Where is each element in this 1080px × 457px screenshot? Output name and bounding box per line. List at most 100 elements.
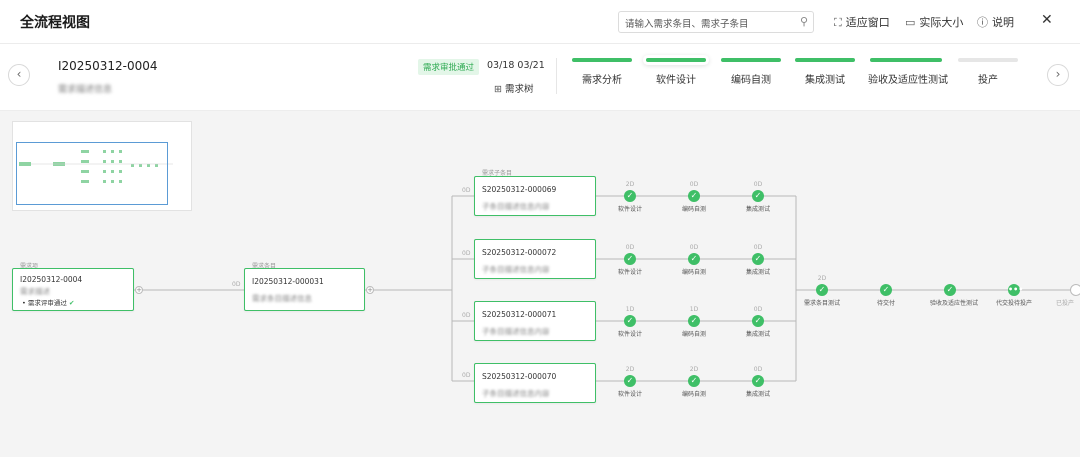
children-tag: 需求子条目 <box>482 170 513 177</box>
step-coding-selftest[interactable]: 2D ✓ 编码自测 <box>674 366 714 398</box>
requirement-entry-node[interactable]: I20250312-000031 需求条目描述信息 <box>244 268 365 311</box>
help-icon: ⓘ <box>977 16 988 29</box>
root-node-tag: 需求项 <box>20 263 39 270</box>
mid-duration: 0D <box>232 281 241 288</box>
child-duration: 0D <box>462 250 471 257</box>
step-duration: 1D <box>689 306 699 313</box>
root-requirement-node[interactable]: I20250312-0004 需求描述 • 需求评审通过 ✔ <box>12 268 134 311</box>
stage-label: 需求分析 <box>582 75 622 86</box>
check-icon: ✓ <box>880 284 892 296</box>
sub-requirement-node[interactable]: S20250312-000069 子条目描述信息内容 <box>474 176 596 216</box>
step-label: 软件设计 <box>617 391 642 398</box>
step-software-design[interactable]: 2D✓软件设计 <box>610 366 650 398</box>
check-icon: ✓ <box>752 375 764 387</box>
page-title: 全流程视图 <box>20 15 90 31</box>
node-id: S20250312-000070 <box>482 372 557 381</box>
step-coding-selftest[interactable]: 0D✓编码自测 <box>674 244 714 276</box>
fit-window-button[interactable]: ⛶适应窗口 <box>834 14 890 30</box>
step-label: 编码自测 <box>681 206 706 213</box>
stage-label: 验收及适应性测试 <box>868 75 948 86</box>
close-icon[interactable]: ✕ <box>1041 12 1053 28</box>
search-icon[interactable]: ⚲ <box>799 15 808 28</box>
fit-window-label: 适应窗口 <box>845 16 890 29</box>
stage-label: 集成测试 <box>805 75 845 86</box>
stage-bar <box>958 58 1018 62</box>
search-input[interactable]: 请输入需求条目、需求子条目 ⚲ <box>618 11 814 33</box>
stage-bar <box>795 58 855 62</box>
step-integration-test[interactable]: 0D✓集成测试 <box>738 244 778 276</box>
check-icon: ✓ <box>944 284 956 296</box>
step-label: 编码自测 <box>681 391 706 398</box>
node-id: I20250312-0004 <box>20 275 83 284</box>
step-label: 软件设计 <box>617 331 642 338</box>
node-subtitle: 子条目描述信息内容 <box>482 202 550 211</box>
check-icon: ✓ <box>816 284 828 296</box>
expand-icon[interactable]: + <box>135 286 143 294</box>
step-duration: 2D <box>689 366 699 373</box>
stage-production[interactable]: 投产 <box>956 58 1020 86</box>
step-pending-delivery[interactable]: ✓ 待交付 <box>866 275 906 307</box>
check-icon: ✓ <box>688 375 700 387</box>
step-integration-test[interactable]: 0D✓集成测试 <box>738 306 778 338</box>
step-entry-test[interactable]: 2D✓需求条目测试 <box>802 275 842 307</box>
sub-requirement-node[interactable]: S20250312-000070 子条目描述信息内容 <box>474 363 596 403</box>
step-software-design[interactable]: 2D✓软件设计 <box>610 181 650 213</box>
pending-circle-icon <box>1070 284 1080 296</box>
next-button[interactable]: › <box>1047 64 1069 86</box>
step-duration <box>866 275 906 283</box>
step-coding-selftest[interactable]: 1D✓编码自测 <box>674 306 714 338</box>
step-duration <box>1050 275 1080 283</box>
node-subtitle: 子条目描述信息内容 <box>482 327 550 336</box>
stage-requirement-analysis[interactable]: 需求分析 <box>570 58 634 86</box>
step-duration <box>930 275 970 283</box>
requirement-info-bar: ‹ I20250312-0004 需求描述信息 需求审批通过 03/18 03/… <box>0 44 1080 111</box>
step-awaiting-production[interactable]: •••代交投待投产 <box>994 275 1034 307</box>
sub-requirement-node[interactable]: S20250312-000071 子条目描述信息内容 <box>474 301 596 341</box>
stage-software-design[interactable]: 软件设计 <box>643 58 709 86</box>
step-label: 待交付 <box>876 300 895 307</box>
step-coding-selftest[interactable]: 0D ✓ 编码自测 <box>674 181 714 213</box>
step-duration: 0D <box>689 181 699 188</box>
actual-size-button[interactable]: ▭实际大小 <box>905 14 963 30</box>
check-icon: ✓ <box>624 190 636 202</box>
node-id: S20250312-000072 <box>482 248 557 257</box>
step-in-production[interactable]: 已投产 <box>1050 275 1080 307</box>
child-duration: 0D <box>462 187 471 194</box>
step-label: 编码自测 <box>681 269 706 276</box>
step-software-design[interactable]: 1D ✓ 软件设计 <box>610 306 650 338</box>
step-duration: 0D <box>753 366 763 373</box>
requirement-tree-button[interactable]: ⊞ 需求树 <box>494 81 534 95</box>
node-subtitle: 子条目描述信息内容 <box>482 265 550 274</box>
node-status: • 需求评审通过 ✔ <box>22 299 75 307</box>
requirement-tree-label: 需求树 <box>505 84 534 95</box>
check-icon: ✓ <box>688 190 700 202</box>
check-icon: ✓ <box>752 253 764 265</box>
mid-node-tag: 需求条目 <box>252 263 277 270</box>
step-software-design[interactable]: 0D✓软件设计 <box>610 244 650 276</box>
step-integration-test[interactable]: 0D✓集成测试 <box>738 181 778 213</box>
stage-integration-test[interactable]: 集成测试 <box>793 58 857 86</box>
stage-bar <box>646 58 706 62</box>
step-integration-test[interactable]: 0D✓集成测试 <box>738 366 778 398</box>
check-icon: ✓ <box>624 315 636 327</box>
requirement-id: I20250312-0004 <box>58 59 158 73</box>
step-duration <box>994 275 1034 283</box>
minimap[interactable] <box>12 121 192 211</box>
requirement-subtitle: 需求描述信息 <box>58 85 113 95</box>
check-icon: ✓ <box>624 253 636 265</box>
stage-acceptance-test[interactable]: 验收及适应性测试 <box>868 58 948 86</box>
stage-coding-selftest[interactable]: 编码自测 <box>719 58 783 86</box>
prev-button[interactable]: ‹ <box>8 64 30 86</box>
node-id: S20250312-000069 <box>482 185 557 194</box>
minimap-viewport[interactable] <box>16 142 168 205</box>
stage-label: 投产 <box>978 75 998 86</box>
step-duration: 1D <box>625 306 635 313</box>
flow-canvas[interactable]: 需求项 I20250312-0004 需求描述 • 需求评审通过 ✔ + 0D … <box>0 111 1080 457</box>
expand-icon[interactable]: + <box>366 286 374 294</box>
check-icon: ✓ <box>624 375 636 387</box>
sub-requirement-node[interactable]: S20250312-000072 子条目描述信息内容 <box>474 239 596 279</box>
status-badge: 需求审批通过 <box>418 59 480 75</box>
check-icon: ✓ <box>752 315 764 327</box>
step-acceptance-test[interactable]: ✓验收及适应性测试 <box>930 275 978 307</box>
